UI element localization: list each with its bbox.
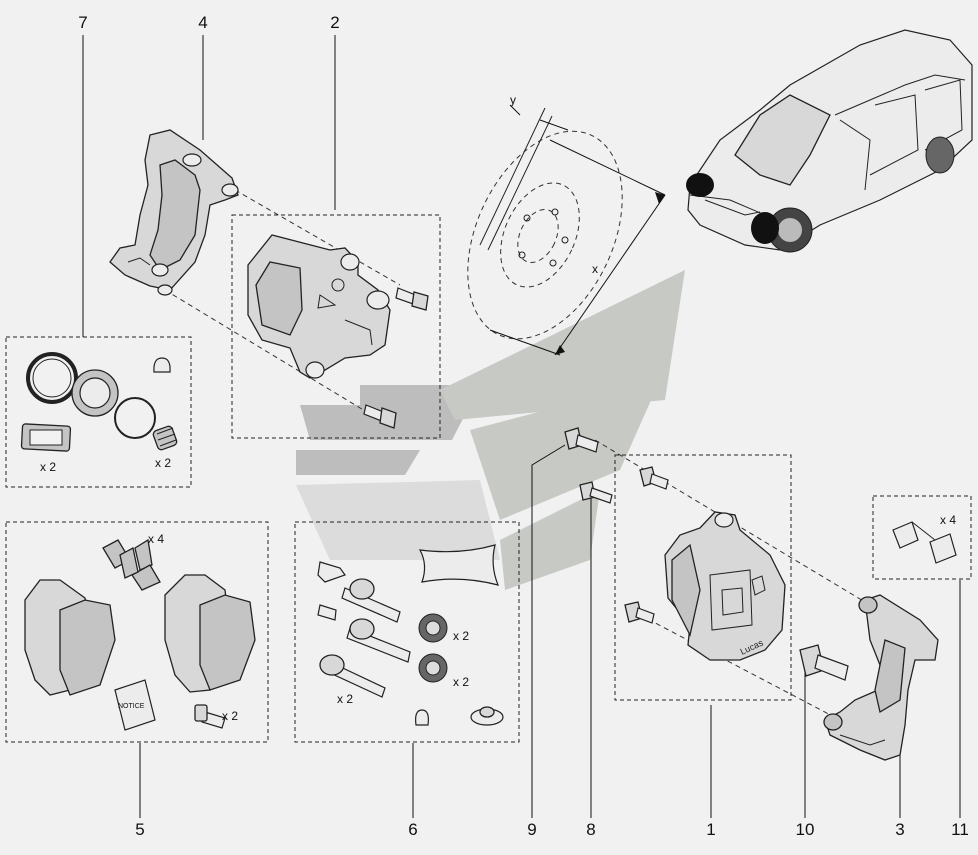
disc-diameter-label: x: [592, 262, 598, 276]
guide-kit-box: [294, 521, 520, 743]
callout-8: 8: [586, 820, 595, 839]
pad-kit-parts: NOTICE x 4 x 2: [24, 532, 256, 731]
callout-7: 7: [78, 13, 87, 32]
pad-kit-box: [5, 521, 269, 743]
pad-kit-clip-qty: x 4: [148, 532, 164, 546]
caliper-front: Lucas: [624, 466, 786, 661]
watermark-logo: [296, 270, 685, 590]
callout-numbers: 7 4 2 5 6 9 8 1 10 3 11: [78, 13, 969, 839]
callout-10: 10: [796, 820, 815, 839]
brake-disc: y x: [467, 93, 666, 356]
caliper-bolt-rear-upper: [395, 287, 429, 311]
caliper-bracket-rear: [109, 129, 239, 296]
caliper-bolt-rear-lower: [363, 404, 397, 429]
callout-3: 3: [895, 820, 904, 839]
disc-thickness-label: y: [510, 93, 516, 107]
callout-1: 1: [706, 820, 715, 839]
guide-kit-parts: x 2 x 2 x 2: [317, 544, 504, 726]
guide-kit-boot-qty-lower: x 2: [453, 675, 469, 689]
seal-kit-boot-qty: x 2: [40, 460, 56, 474]
callout-6: 6: [408, 820, 417, 839]
pad-kit-bolt-qty: x 2: [222, 709, 238, 723]
callout-4: 4: [198, 13, 207, 32]
clip-kit-parts: x 4: [892, 513, 957, 564]
vehicle-illustration: [686, 29, 973, 253]
callout-2: 2: [330, 13, 339, 32]
front-caliper-box: [614, 454, 792, 701]
assembly-lines: [164, 189, 871, 721]
callout-5: 5: [135, 820, 144, 839]
leader-lines: [82, 35, 961, 818]
caliper-rear: [247, 234, 391, 379]
clip-kit-box: [872, 495, 972, 580]
bolt-part-8: [579, 481, 613, 504]
notice-booklet-label: NOTICE: [118, 703, 145, 710]
bolt-part-9: [564, 427, 599, 453]
guide-kit-pin-qty: x 2: [337, 692, 353, 706]
clip-kit-qty: x 4: [940, 513, 956, 527]
callout-11: 11: [951, 820, 969, 839]
bolt-part-10: [799, 644, 849, 681]
callout-9: 9: [527, 820, 536, 839]
rear-caliper-box: [231, 214, 441, 439]
seal-kit-parts: x 2 x 2: [20, 352, 178, 474]
seal-kit-cap-qty: x 2: [155, 456, 171, 470]
seal-kit-box: [5, 336, 192, 488]
caliper-bracket-front: [823, 594, 939, 761]
guide-kit-boot-qty-upper: x 2: [453, 629, 469, 643]
